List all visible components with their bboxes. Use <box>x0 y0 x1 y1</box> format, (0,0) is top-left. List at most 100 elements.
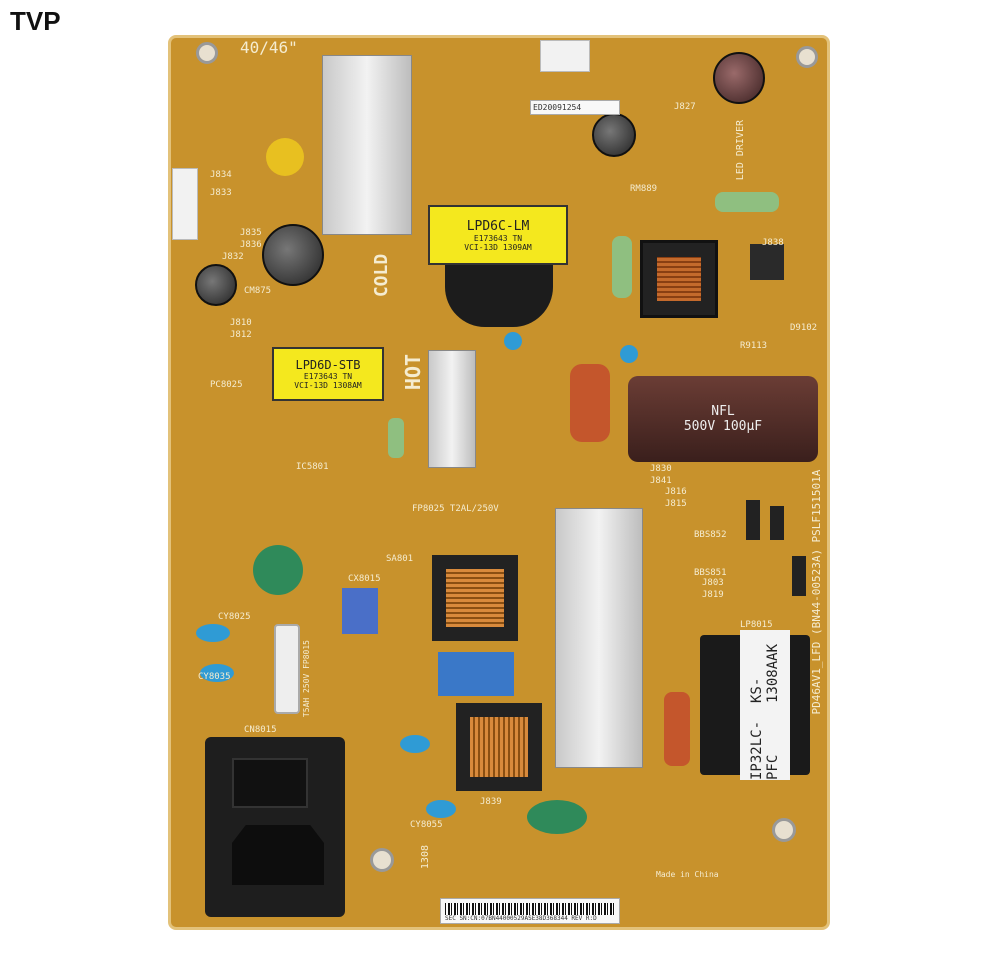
ref-designator: CY8055 <box>410 820 443 830</box>
x-capacitor <box>438 652 514 696</box>
ceramic-capacitor <box>504 332 522 350</box>
diode <box>770 506 784 540</box>
connector <box>540 40 590 72</box>
resistor <box>388 418 404 458</box>
pfc-label-line: IP32LC-PFC <box>749 720 781 780</box>
ref-designator: J841 <box>650 476 672 486</box>
iec-socket <box>232 825 324 885</box>
electrolytic-capacitor <box>266 138 304 176</box>
ref-designator: J834 <box>210 170 232 180</box>
y-capacitor <box>253 545 303 595</box>
ref-designator: PC8025 <box>210 380 243 390</box>
led-driver-label: LED DRIVER <box>735 120 746 181</box>
electrolytic-capacitor <box>713 52 765 104</box>
fuse-label: T5AH 250V FP8015 <box>302 640 311 718</box>
common-mode-choke <box>456 703 542 791</box>
resistor <box>715 192 779 212</box>
transformer-label: LPD6C-LM <box>466 218 530 234</box>
ref-designator: J835 <box>240 228 262 238</box>
model-text: PD46AV1_LFD (BN44-00523A) PSLF151501A <box>810 470 823 714</box>
barcode-sticker: ED20091254 <box>530 100 620 115</box>
transformer-label: VCI-13D 1309AM <box>464 242 532 252</box>
heatsink <box>428 350 476 468</box>
y-capacitor <box>527 800 587 834</box>
part-number: PSLF151501A <box>810 470 823 543</box>
ref-designator: CN8015 <box>244 725 277 735</box>
common-mode-choke <box>432 555 518 641</box>
made-in-label: Made in China <box>656 870 719 879</box>
cold-label: COLD <box>371 253 393 298</box>
ref-designator: J836 <box>240 240 262 250</box>
film-capacitor <box>664 692 690 766</box>
ref-designator: SA801 <box>386 554 414 564</box>
electrolytic-capacitor <box>262 224 324 286</box>
heatsink <box>555 508 643 768</box>
mounting-hole <box>796 46 818 68</box>
ref-designator: J833 <box>210 188 232 198</box>
ref-designator: CY8025 <box>218 612 251 622</box>
watermark-logo: TVP <box>10 6 61 36</box>
main-fuse <box>274 624 300 714</box>
pfc-label-line: KS-1308AAK <box>749 643 781 703</box>
ceramic-capacitor <box>200 664 234 682</box>
ref-designator: BBS851 <box>694 568 727 578</box>
capacitor-brand: NFL <box>711 404 735 419</box>
heatsink <box>322 55 412 235</box>
ref-designator: J830 <box>650 464 672 474</box>
ref-designator: J819 <box>702 590 724 600</box>
ref-designator: LP8015 <box>740 620 773 630</box>
bulk-capacitor: NFL 500V 100µF <box>628 376 818 462</box>
ref-designator: J803 <box>702 578 724 588</box>
ref-designator: IC5801 <box>296 462 329 472</box>
bridge-rectifier <box>750 244 784 280</box>
fuse-label: FP8025 T2AL/250V <box>412 504 499 514</box>
ceramic-capacitor <box>196 624 230 642</box>
mounting-hole <box>370 848 394 872</box>
ref-designator: J839 <box>480 797 502 807</box>
ref-designator: CX8015 <box>348 574 381 584</box>
ceramic-capacitor <box>426 800 456 818</box>
transformer-core <box>445 265 553 327</box>
ref-designator: J816 <box>665 487 687 497</box>
electrolytic-capacitor <box>195 264 237 306</box>
x-capacitor <box>342 588 378 634</box>
ref-designator: D9102 <box>790 323 818 333</box>
ref-designator: R9113 <box>740 341 768 351</box>
ref-designator: RM889 <box>630 184 658 194</box>
diode <box>746 500 760 540</box>
hot-label: HOT <box>401 353 426 391</box>
ref-designator: J815 <box>665 499 687 509</box>
main-transformer: LPD6C-LM E173643 TN VCI-13D 1309AM <box>428 205 568 265</box>
date-code: 1308 <box>420 845 431 870</box>
electrolytic-capacitor <box>592 113 636 157</box>
power-switch[interactable] <box>232 758 308 808</box>
transformer-label: E173643 TN <box>473 233 523 243</box>
connector <box>172 168 198 240</box>
ceramic-capacitor <box>620 345 638 363</box>
diode <box>792 556 806 596</box>
ref-designator: J810 <box>230 318 252 328</box>
serial-number: SEC SN:CN:07BN44000529ASE38D368344 REV R… <box>445 915 597 922</box>
ref-designator: J832 <box>222 252 244 262</box>
capacitor-rating: 500V 100µF <box>683 419 763 434</box>
film-capacitor <box>570 364 610 442</box>
ref-designator: BBS852 <box>694 530 727 540</box>
standby-transformer: LPD6D-STB E173643 TN VCI-13D 1308AM <box>272 347 384 401</box>
pfc-coil-label: IP32LC-PFC KS-1308AAK <box>740 630 790 780</box>
inductor <box>640 240 718 318</box>
model-number: PD46AV1_LFD (BN44-00523A) <box>810 548 823 715</box>
ref-designator: CM875 <box>244 286 272 296</box>
ceramic-capacitor <box>400 735 430 753</box>
ref-designator: CY8035 <box>198 672 231 682</box>
ref-designator: J827 <box>674 102 696 112</box>
mounting-hole <box>772 818 796 842</box>
ref-designator: J838 <box>762 238 784 248</box>
transformer-label: LPD6D-STB <box>295 358 361 372</box>
serial-sticker: SEC SN:CN:07BN44000529ASE38D368344 REV R… <box>440 898 620 924</box>
resistor <box>612 236 632 298</box>
barcode <box>445 903 615 915</box>
ref-labels-left: J834 J833 <box>210 170 232 198</box>
ref-designator: J812 <box>230 330 252 340</box>
mounting-hole <box>196 42 218 64</box>
size-mark: 40/46" <box>240 38 298 57</box>
